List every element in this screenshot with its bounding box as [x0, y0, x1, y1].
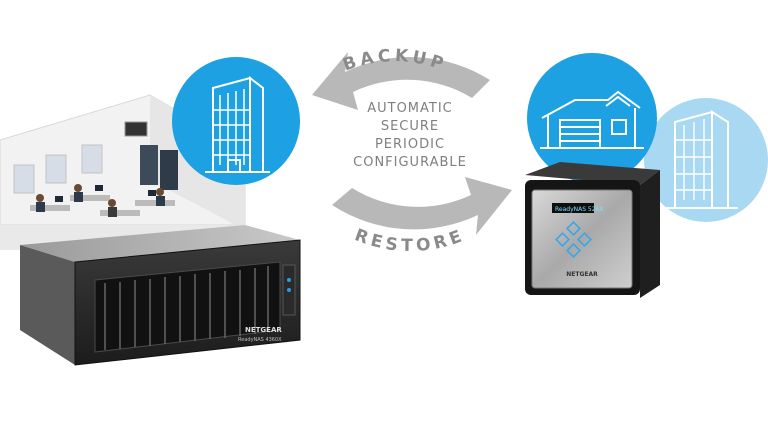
desktop-nas-device: ReadyNAS 526X NETGEAR [525, 162, 660, 298]
office-building-badge [172, 57, 300, 185]
feature-item: CONFIGURABLE [353, 155, 467, 170]
desktop-display-text: ReadyNAS 526X [555, 206, 604, 213]
rack-nas-device: NETGEAR ReadyNAS 4360X [20, 225, 301, 366]
front-panel-buttons [555, 221, 592, 258]
backup-restore-cycle: BACKUP RESTORE AUTOMATIC SECURE PERIODIC… [312, 46, 512, 256]
feature-list: AUTOMATIC SECURE PERIODIC CONFIGURABLE [353, 101, 467, 170]
rack-brand-label: NETGEAR [245, 326, 282, 334]
house-badge [527, 53, 657, 183]
tall-building-badge [644, 98, 768, 222]
rack-model-label: ReadyNAS 4360X [238, 337, 282, 343]
feature-item: PERIODIC [375, 137, 445, 152]
feature-item: SECURE [381, 119, 439, 134]
restore-arrow [332, 177, 512, 235]
house-icon [540, 90, 644, 149]
tall-building-icon [665, 110, 738, 209]
backup-arrow [312, 52, 490, 110]
office-building-icon [205, 75, 270, 173]
feature-item: AUTOMATIC [367, 101, 453, 116]
restore-label: RESTORE [352, 225, 468, 256]
desktop-brand-label: NETGEAR [566, 271, 598, 278]
